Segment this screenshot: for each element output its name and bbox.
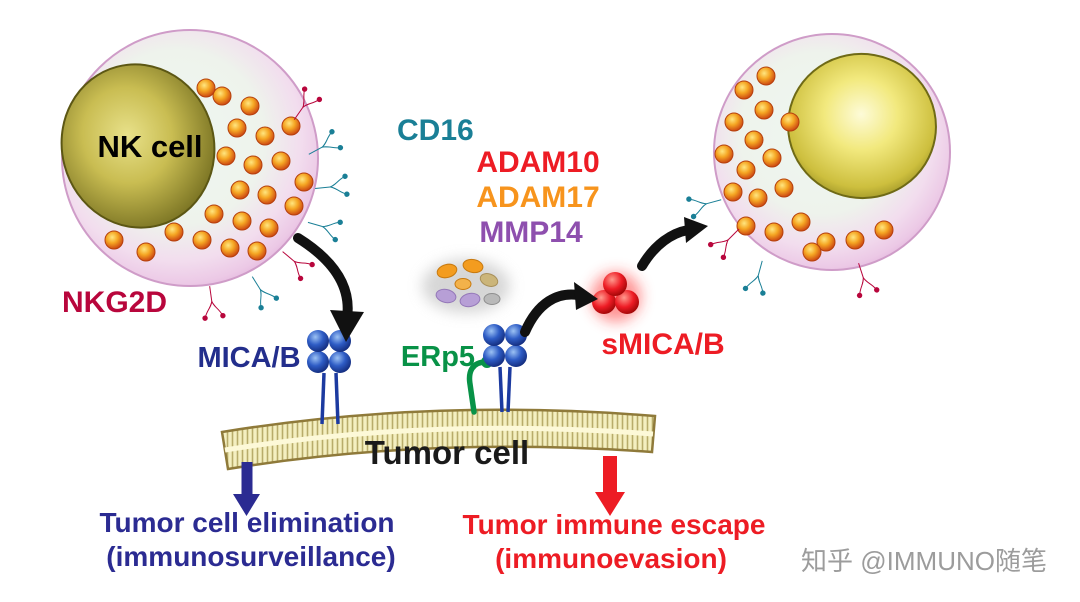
escape-label-line1: Tumor immune escape — [463, 509, 766, 540]
protease-cluster-icon — [422, 258, 510, 313]
arrow-smica-to-nk — [637, 225, 693, 271]
nk-cell-right — [685, 33, 951, 300]
tumor-cell-membrane — [220, 408, 657, 471]
adam17-label: ADAM17 — [476, 181, 599, 214]
nkg2d-label: NKG2D — [62, 286, 167, 319]
arrow-mica-to-smica — [520, 289, 583, 337]
adam10-label: ADAM10 — [476, 146, 599, 179]
mica-b-label: MICA/B — [197, 342, 300, 374]
smica-b-molecule — [591, 272, 641, 322]
elimination-label-line2: (immunosurveillance) — [106, 541, 395, 572]
mica-b-molecule-left — [307, 330, 351, 425]
smica-b-label: sMICA/B — [601, 328, 724, 361]
watermark-text: 知乎 @IMMUNO随笔 — [801, 546, 1047, 576]
arrows — [293, 217, 708, 342]
nk-cell-left-nucleus — [60, 63, 216, 229]
elimination-label-line1: Tumor cell elimination — [99, 507, 394, 538]
membrane-band — [220, 408, 657, 471]
nk-cell-left — [60, 29, 351, 322]
nk-cell-label: NK cell — [97, 129, 202, 164]
mica-b-molecule-right — [483, 324, 527, 413]
arrow-nk-to-mica — [293, 233, 353, 323]
elimination-arrow-icon — [233, 462, 260, 516]
escape-label-line2: (immunoevasion) — [495, 543, 727, 574]
mmp14-label: MMP14 — [479, 216, 583, 249]
labels: NK cell CD16 NKG2D ADAM10 ADAM17 MMP14 M… — [62, 114, 1047, 576]
cd16-label: CD16 — [397, 114, 474, 147]
membrane-midline — [224, 425, 654, 453]
tumor-cell-label: Tumor cell — [365, 434, 529, 471]
escape-arrow-icon — [595, 456, 625, 516]
erp5-label: ERp5 — [401, 341, 475, 373]
